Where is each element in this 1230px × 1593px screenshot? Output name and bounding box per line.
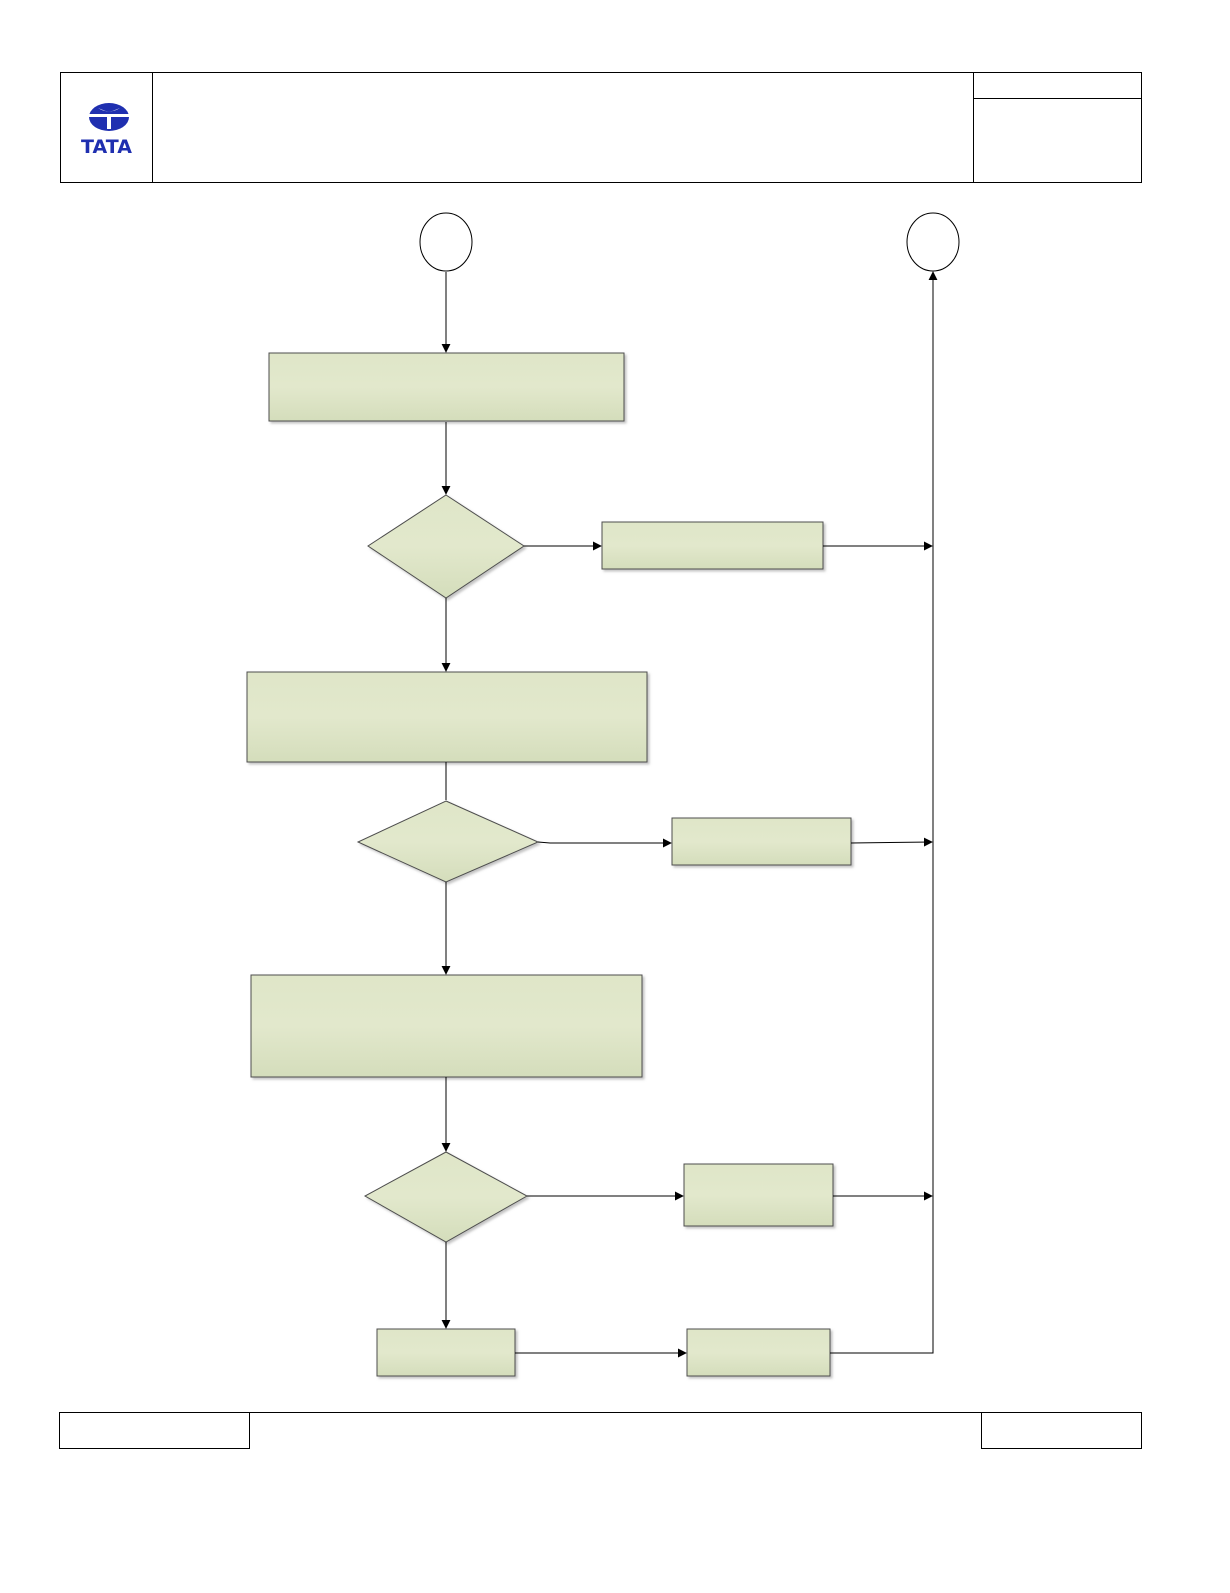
header-logo-cell: TATA — [60, 72, 153, 183]
side-box-2 — [671, 817, 852, 866]
connector-return-to-end — [830, 271, 938, 1354]
process-box-2 — [246, 671, 648, 763]
logo-wordmark: TATA — [81, 136, 132, 158]
process-box-1 — [268, 352, 625, 422]
process-box-3 — [250, 974, 643, 1078]
decision-diamond-2 — [356, 800, 540, 883]
header-revision-cell — [973, 98, 1142, 183]
connector-diamond2-to-side2 — [537, 838, 672, 848]
footer-right-cell — [981, 1412, 1142, 1449]
connector-side2-to-return — [850, 837, 933, 847]
header-doc-number-cell — [973, 72, 1142, 99]
footer-left-cell — [59, 1412, 250, 1449]
side-box-4 — [686, 1328, 831, 1377]
side-box-1 — [601, 521, 824, 570]
process-box-4 — [376, 1328, 516, 1377]
start-terminator — [419, 212, 473, 272]
decision-diamond-3 — [363, 1151, 529, 1243]
decision-diamond-1 — [367, 494, 525, 599]
end-terminator — [906, 212, 960, 272]
tata-logo-icon — [89, 103, 129, 131]
side-box-3 — [683, 1163, 834, 1227]
footer-divider-line — [250, 1412, 981, 1413]
